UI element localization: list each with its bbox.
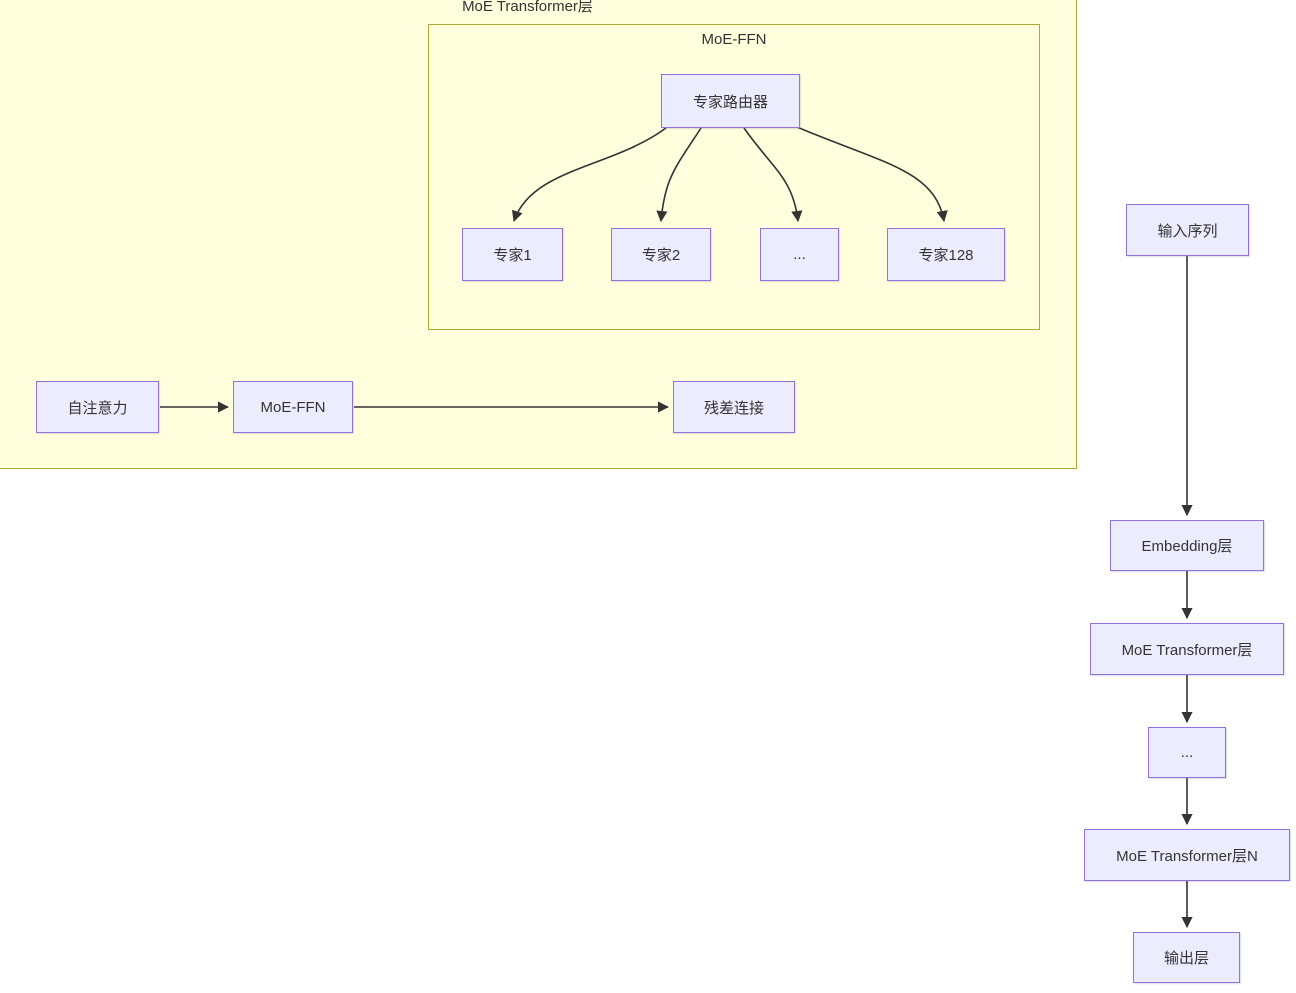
- node-moe-ffn: MoE-FFN: [233, 381, 353, 433]
- node-moe-transformer-layer: MoE Transformer层: [1090, 623, 1284, 675]
- node-expert-router: 专家路由器: [661, 74, 800, 128]
- cluster-moe-transformer-layer-label: MoE Transformer层: [462, 0, 593, 15]
- node-expert2: 专家2: [611, 228, 711, 281]
- node-expert-ellipsis: ...: [760, 228, 839, 281]
- node-input-sequence: 输入序列: [1126, 204, 1249, 256]
- node-self-attention: 自注意力: [36, 381, 159, 433]
- node-layer-ellipsis: ...: [1148, 727, 1226, 778]
- node-embedding-layer: Embedding层: [1110, 520, 1264, 571]
- node-output-layer: 输出层: [1133, 932, 1240, 983]
- cluster-moe-ffn-label: MoE-FFN: [701, 31, 767, 48]
- node-expert1: 专家1: [462, 228, 563, 281]
- node-moe-transformer-layer-n: MoE Transformer层N: [1084, 829, 1290, 881]
- cluster-moe-ffn: MoE-FFN: [428, 24, 1040, 330]
- node-residual: 残差连接: [673, 381, 795, 433]
- node-expert128: 专家128: [887, 228, 1005, 281]
